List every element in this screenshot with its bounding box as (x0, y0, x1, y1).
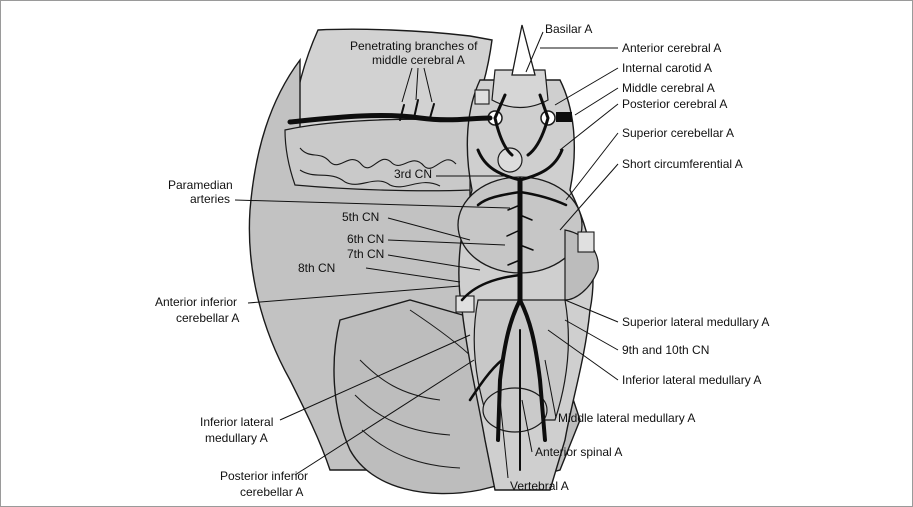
label-aica-1: Anterior inferior (155, 295, 237, 309)
label-inferior-lateral-left-1: Inferior lateral (200, 415, 273, 429)
label-penetrating-1: Penetrating branches of (350, 39, 478, 53)
label-posterior-cerebral: Posterior cerebral A (622, 97, 727, 111)
label-vertebral: Vertebral A (510, 479, 569, 493)
pituitary-stalk (512, 25, 535, 75)
label-inferior-lateral-medullary-right: Inferior lateral medullary A (622, 373, 761, 387)
label-paramedian-1: Paramedian (168, 178, 233, 192)
anatomy (249, 25, 598, 494)
label-inferior-lateral-left-2: medullary A (205, 431, 268, 445)
spinal-cord (483, 388, 547, 432)
label-anterior-cerebral: Anterior cerebral A (622, 41, 721, 55)
label-cn8: 8th CN (298, 261, 335, 275)
label-cn5: 5th CN (342, 210, 379, 224)
label-cn3: 3rd CN (394, 167, 432, 181)
label-middle-lateral-medullary: Middle lateral medullary A (558, 411, 695, 425)
label-cn7: 7th CN (347, 247, 384, 261)
label-anterior-spinal: Anterior spinal A (535, 445, 622, 459)
label-aica-2: cerebellar A (176, 311, 239, 325)
cn-stub-top (475, 90, 489, 104)
internal-carotid-vessel (556, 112, 572, 122)
label-cn9-10: 9th and 10th CN (622, 343, 709, 357)
label-paramedian-2: arteries (190, 192, 230, 206)
label-cn6: 6th CN (347, 232, 384, 246)
cn-stub-right (578, 232, 594, 252)
label-pica-2: cerebellar A (240, 485, 303, 499)
label-superior-cerebellar: Superior cerebellar A (622, 126, 734, 140)
label-short-circumferential: Short circumferential A (622, 157, 743, 171)
label-superior-lateral-medullary: Superior lateral medullary A (622, 315, 769, 329)
label-penetrating-2: middle cerebral A (372, 53, 465, 67)
label-basilar: Basilar A (545, 22, 592, 36)
label-pica-1: Posterior inferior (220, 469, 308, 483)
label-middle-cerebral: Middle cerebral A (622, 81, 715, 95)
label-internal-carotid: Internal carotid A (622, 61, 712, 75)
